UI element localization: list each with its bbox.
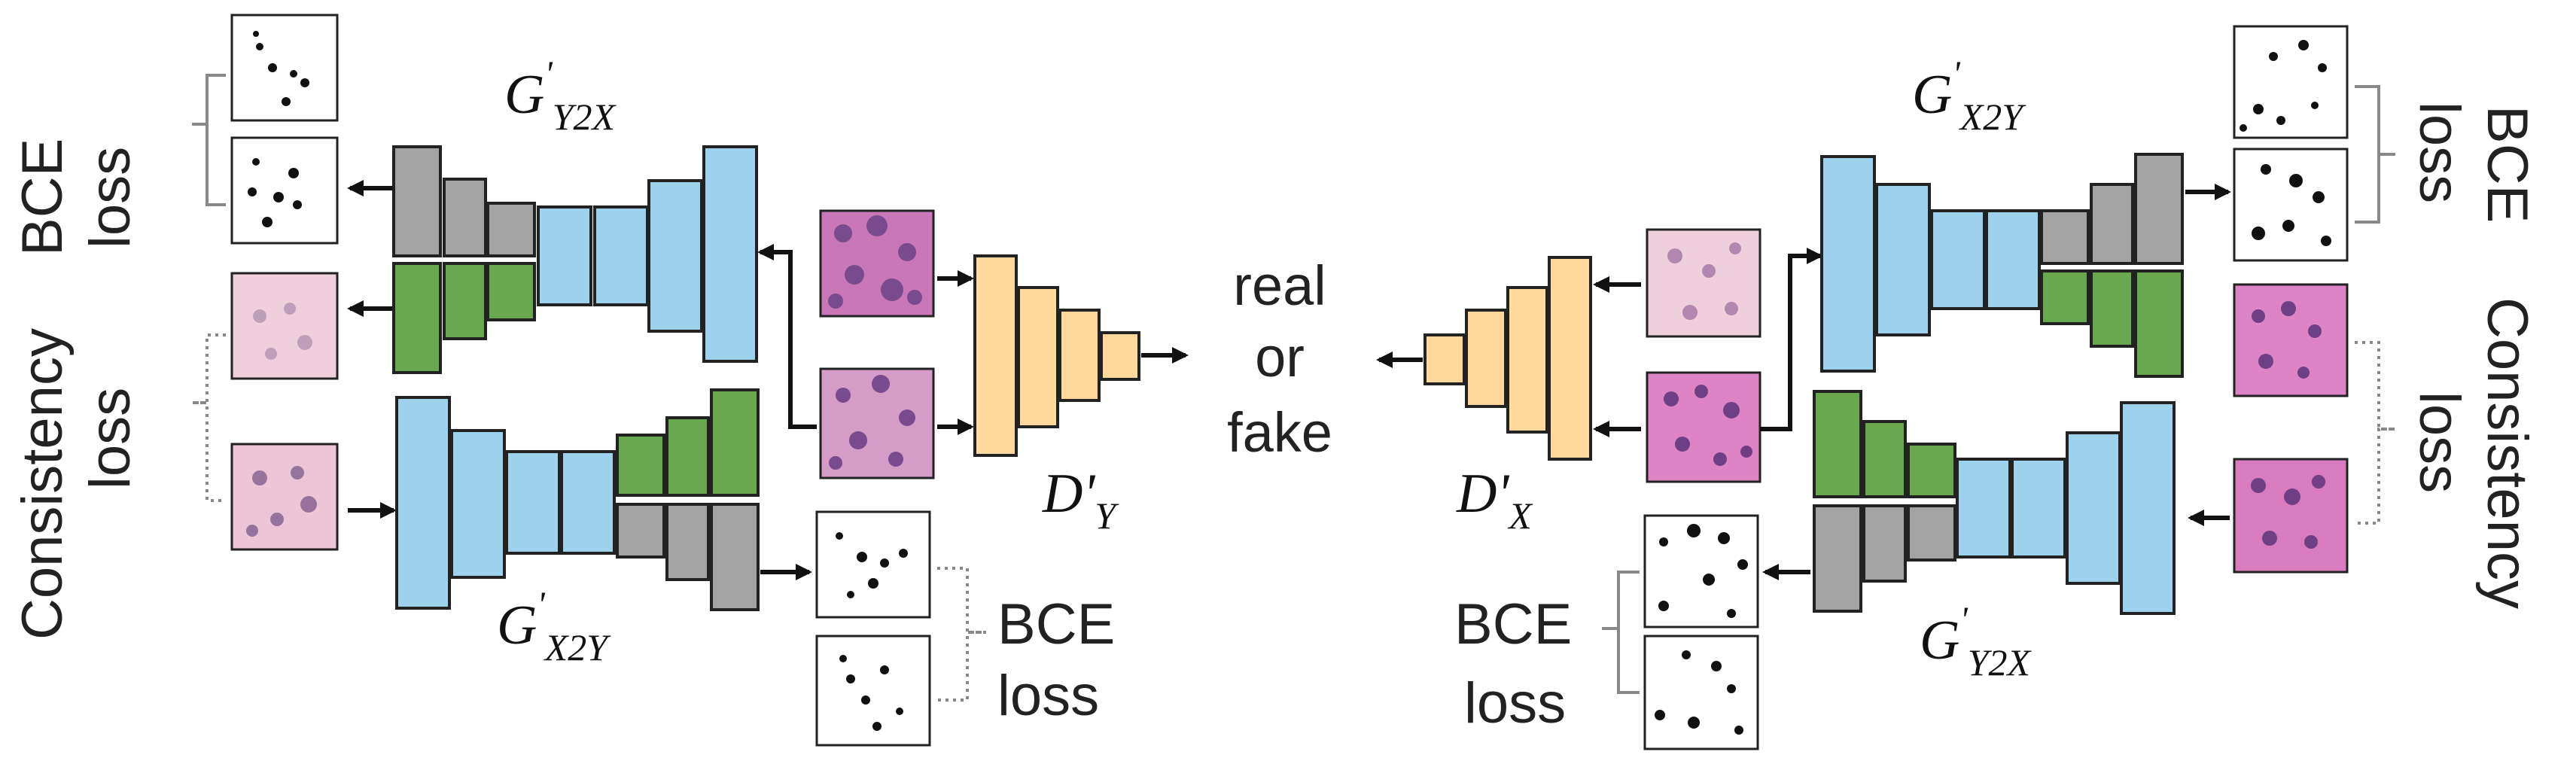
brace-icon xyxy=(1602,571,1640,694)
mask-thumbnail-icon xyxy=(1643,635,1759,750)
left-bce-loss-label: loss xyxy=(78,147,142,248)
real-or-fake-label: real or fake xyxy=(1227,254,1332,464)
generator-left-bottom xyxy=(395,388,760,611)
left-bottom-bce-loss-label: loss xyxy=(997,664,1099,728)
brace-icon xyxy=(2355,85,2395,224)
tissue-thumbnail-icon xyxy=(1646,228,1761,338)
left-panel: BCE loss Consistency loss xyxy=(11,14,1189,747)
mask-thumbnail-icon xyxy=(815,510,931,619)
generator-label-right-top: G'X2Y xyxy=(1912,54,2026,138)
left-consistency-label: Consistency xyxy=(11,328,75,640)
mask-thumbnail-icon xyxy=(815,635,931,747)
tissue-thumbnail-icon xyxy=(2233,458,2349,574)
tissue-thumbnail-icon xyxy=(819,367,935,479)
brace-icon xyxy=(192,74,226,206)
tissue-thumbnail-icon xyxy=(2233,283,2349,397)
left-consistency-loss-label: loss xyxy=(78,388,142,489)
right-bottom-bce-label: BCE xyxy=(1454,592,1572,656)
generator-label-left-bottom: G'X2Y xyxy=(497,585,611,668)
discriminator-right xyxy=(1423,256,1592,461)
generator-right-top xyxy=(1820,153,2184,378)
brace-icon xyxy=(937,567,986,702)
left-bottom-bce-label: BCE xyxy=(997,592,1115,656)
arrow-icon xyxy=(1760,248,1823,431)
generator-left-top xyxy=(392,145,758,374)
mask-thumbnail-icon xyxy=(230,136,339,245)
discriminator-label-left: D'Y xyxy=(1042,463,1119,537)
mask-thumbnail-icon xyxy=(2233,25,2349,139)
generator-right-bottom xyxy=(1813,390,2176,615)
mask-thumbnail-icon xyxy=(2233,148,2349,262)
right-bottom-bce-loss-label: loss xyxy=(1464,671,1566,735)
svg-text:real: real xyxy=(1233,254,1326,317)
svg-text:or: or xyxy=(1255,326,1305,388)
right-consistency-loss-label: loss xyxy=(2407,391,2471,493)
right-panel: D'X xyxy=(1376,25,2539,750)
tissue-thumbnail-icon xyxy=(230,443,339,551)
right-bce-loss-label: loss xyxy=(2407,102,2471,203)
right-consistency-label: Consistency xyxy=(2475,297,2539,609)
discriminator-label-right: D'X xyxy=(1456,463,1533,537)
tissue-thumbnail-icon xyxy=(819,209,935,318)
brace-icon xyxy=(2355,341,2395,525)
generator-label-left-top: G'Y2X xyxy=(504,54,617,138)
arrow-icon xyxy=(757,244,817,429)
mask-thumbnail-icon xyxy=(230,14,339,122)
left-bce-label: BCE xyxy=(11,138,75,256)
brace-icon xyxy=(192,333,226,502)
tissue-thumbnail-icon xyxy=(230,272,339,380)
mask-thumbnail-icon xyxy=(1643,514,1759,629)
tissue-thumbnail-icon xyxy=(1646,371,1761,483)
svg-text:fake: fake xyxy=(1227,401,1332,464)
discriminator-left xyxy=(973,254,1140,457)
right-bce-label: BCE xyxy=(2475,105,2539,223)
generator-label-right-bottom: G'Y2X xyxy=(1920,600,2032,683)
